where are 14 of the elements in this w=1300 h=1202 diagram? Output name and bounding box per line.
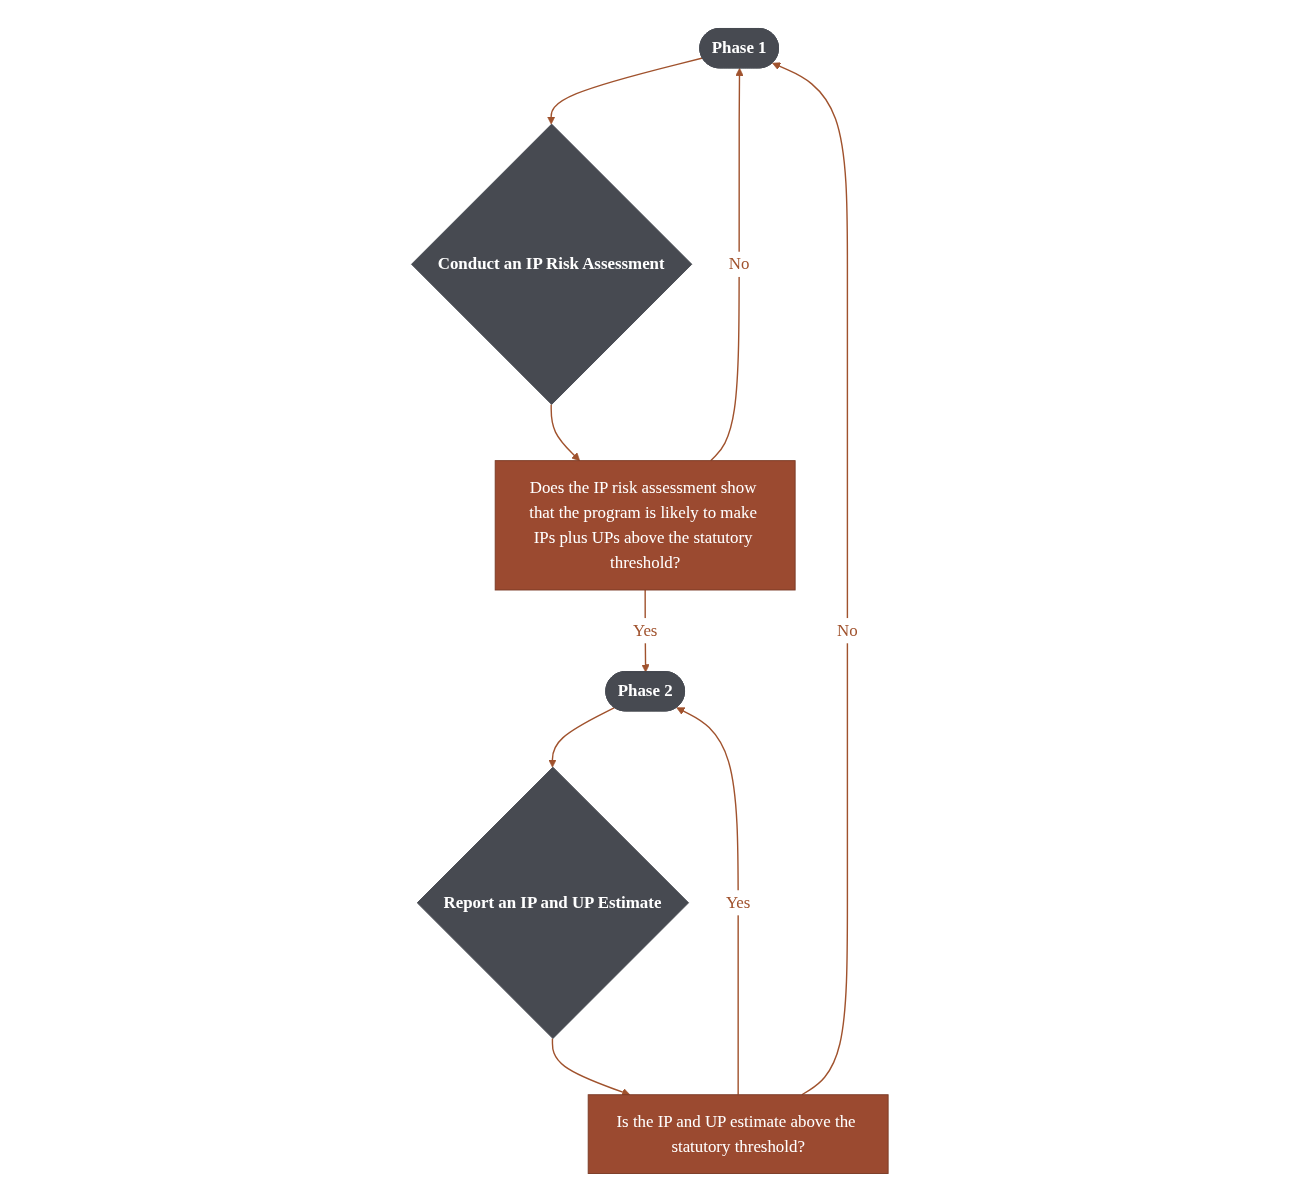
edge-label: Yes	[726, 892, 751, 912]
arrow	[550, 403, 581, 462]
arrow	[676, 707, 740, 1096]
arrow	[710, 67, 744, 462]
node-diamond: Report an IP and UP Estimate	[416, 766, 690, 1039]
edge-label: Yes	[633, 620, 658, 640]
node-diamond: Conduct an IP Risk Assessment	[411, 123, 693, 405]
edge-label: No	[729, 254, 750, 274]
arrow	[548, 707, 616, 768]
arrow	[772, 62, 849, 1096]
edge-label: No	[837, 620, 858, 640]
node-box: Does the IP risk assessment show that the program is likely to make IPs plus UPs above the statutory threshold?	[494, 460, 796, 591]
node-box: Is the IP and UP estimate above the statutory threshold?	[587, 1094, 889, 1174]
arrow	[547, 57, 704, 125]
